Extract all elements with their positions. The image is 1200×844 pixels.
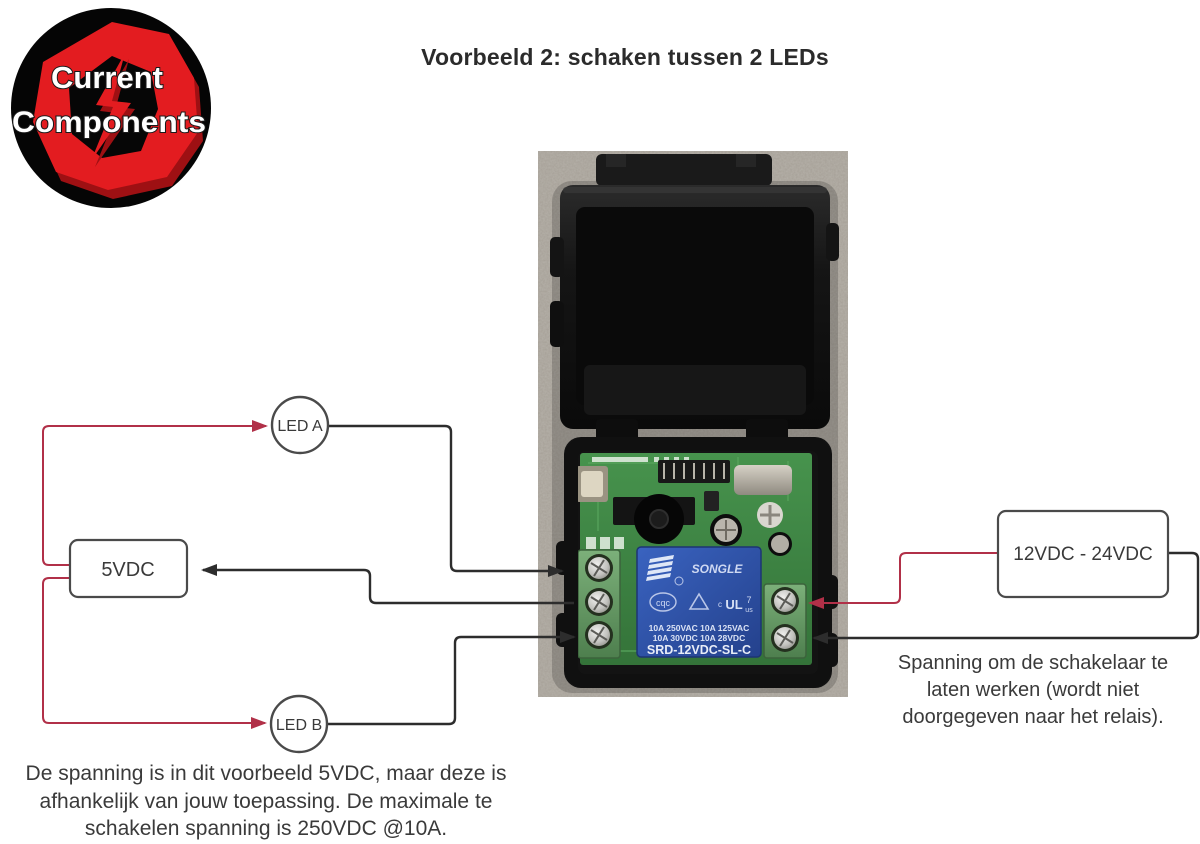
ul-us-label: us [745,607,753,614]
capacitor-small-top [771,535,789,553]
pin-header-pins [663,463,725,479]
lid-hinge-tab-left [606,154,626,167]
right-annotation-line1: Spanning om de schakelaar te [897,652,1169,674]
terminal-right-screws [771,587,799,652]
ul-mark-label: UL [725,597,742,612]
transistor [704,491,719,511]
relay-brand-label: SONGLE [692,562,744,576]
led-b-node: LED B [269,694,329,754]
lid-side-tab-left-2 [550,301,564,347]
songle-flag-icon [646,555,674,581]
relay-module-photo: SONGLE cqc c UL 7 us 10A 250VAC 10A 125V… [538,151,848,697]
wire-red-5vdc-to-led-a [42,420,268,566]
logo-graphic: Current Components [11,8,211,208]
registered-mark-icon [674,576,684,586]
wire-black-led-a-to-module [329,424,564,577]
capacitor-large-vent [716,520,736,540]
tactile-button [581,471,603,497]
led-a-label: LED A [277,418,323,435]
bottom-annotation-line1: De spanning is in dit voorbeeld 5VDC, ma… [25,762,507,785]
bottom-annotation: De spanning is in dit voorbeeld 5VDC, ma… [0,760,532,843]
toroid-hole [649,509,669,529]
wire-black-12vdc-to-module [812,551,1200,644]
led-a-node: LED A [270,395,330,455]
relay-ratings-line2: 10A 30VDC 10A 28VDC [653,633,745,643]
page-title: Voorbeeld 2: schaken tussen 2 LEDs [421,44,829,70]
relay-module-photo-graphic: SONGLE cqc c UL 7 us 10A 250VAC 10A 125V… [538,151,848,697]
supply-5vdc-box: 5VDC [68,538,189,599]
ul-num-label: 7 [746,595,751,605]
led-b-label: LED B [276,717,322,734]
metal-can-resonator [734,465,792,495]
supply-12-24vdc-box: 12VDC - 24VDC [996,509,1170,599]
wire-red-5vdc-to-led-b [42,577,267,729]
lid-side-tab-right [826,223,839,261]
lid-top-highlight [563,187,827,193]
wire-black-module-to-5vdc [201,564,574,605]
logo-text-line1: Current [51,60,163,95]
logo-bolt-icon [91,53,131,161]
triangle-cert-icon [688,592,710,610]
terminal-block-left [577,549,621,659]
lid-hinge-tab-right [736,154,756,167]
current-components-logo: Current Components [8,4,214,210]
bottom-annotation-line2: afhankelijk van jouw toepassing. De maxi… [39,789,493,813]
terminal-block-right [763,583,807,659]
lid-inner-lip [584,365,806,415]
supply-5vdc-label: 5VDC [101,559,154,581]
relay: SONGLE cqc c UL 7 us 10A 250VAC 10A 125V… [636,546,762,658]
logo-text-line2: Components [12,106,206,139]
cqc-mark-label: cqc [656,598,671,608]
right-annotation-line3: doorgegeven naar het relais). [902,706,1164,728]
trimmer-slot [760,505,780,525]
supply-12-24vdc-label: 12VDC - 24VDC [1013,544,1152,565]
lid-side-tab-left-1 [550,237,564,277]
lid-cavity [576,207,814,405]
pcb-silkscreen [586,457,689,549]
bottom-annotation-line3: schakelen spanning is 250VDC @10A. [84,817,448,840]
lid-hinge-bar [596,154,772,186]
relay-ratings-line1: 10A 250VAC 10A 125VAC [649,623,750,633]
right-annotation: Spanning om de schakelaar te laten werke… [868,650,1198,731]
right-annotation-line2: laten werken (wordt niet [926,679,1140,701]
relay-model-label: SRD-12VDC-SL-C [647,643,751,657]
logo-bolt-shadow [95,59,135,167]
cqc-mark-icon [649,592,677,612]
terminal-left-screws [585,554,613,649]
ul-c-label: c [718,600,722,609]
